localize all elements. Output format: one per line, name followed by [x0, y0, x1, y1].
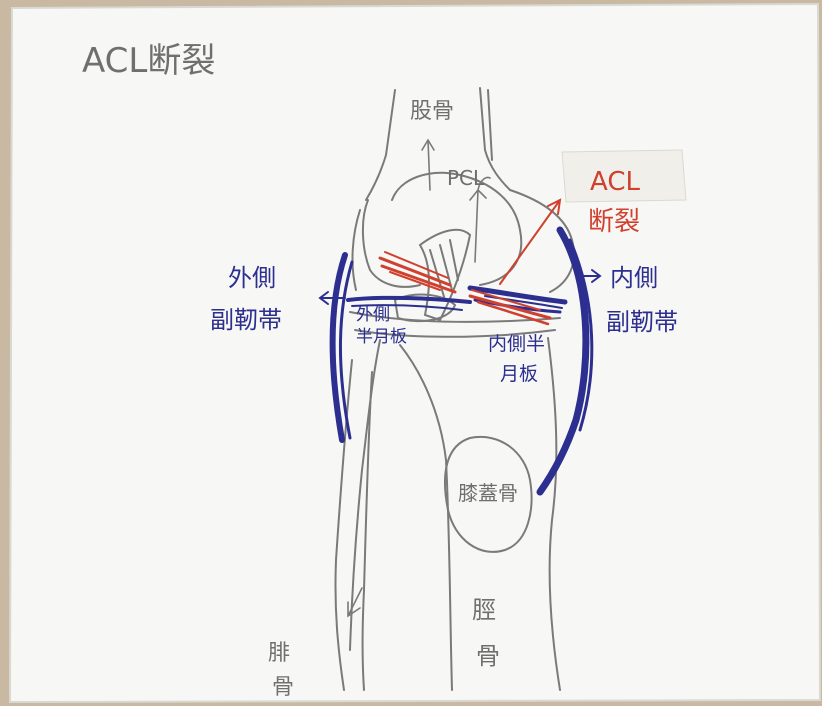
tibia-label-2: 骨 — [476, 642, 500, 670]
page-title: ACL断裂 — [82, 41, 215, 81]
medial-meniscus-label-1: 内側半 — [488, 333, 545, 355]
medial-meniscus-label-2: 月板 — [500, 363, 538, 385]
medial-collateral-label-2: 副靭帯 — [606, 308, 678, 336]
acl-tear-label: 断裂 — [588, 207, 640, 237]
tibia-label-1: 脛 — [472, 596, 496, 624]
femur-label: 股骨 — [410, 99, 454, 124]
fibula-label-1: 腓 — [268, 641, 290, 666]
lateral-meniscus-label-1: 外側 — [356, 305, 390, 325]
acl-label: ACL — [590, 167, 640, 197]
lateral-meniscus-label-2: 半月板 — [356, 327, 407, 347]
medial-collateral-label-1: 内側 — [610, 264, 658, 292]
lateral-collateral-label-1: 外側 — [228, 264, 276, 292]
patella-label: 膝蓋骨 — [458, 481, 518, 505]
fibula-label-2: 骨 — [272, 675, 294, 700]
pcl-label: PCL — [447, 166, 485, 190]
lateral-collateral-label-2: 副靭帯 — [210, 306, 282, 334]
